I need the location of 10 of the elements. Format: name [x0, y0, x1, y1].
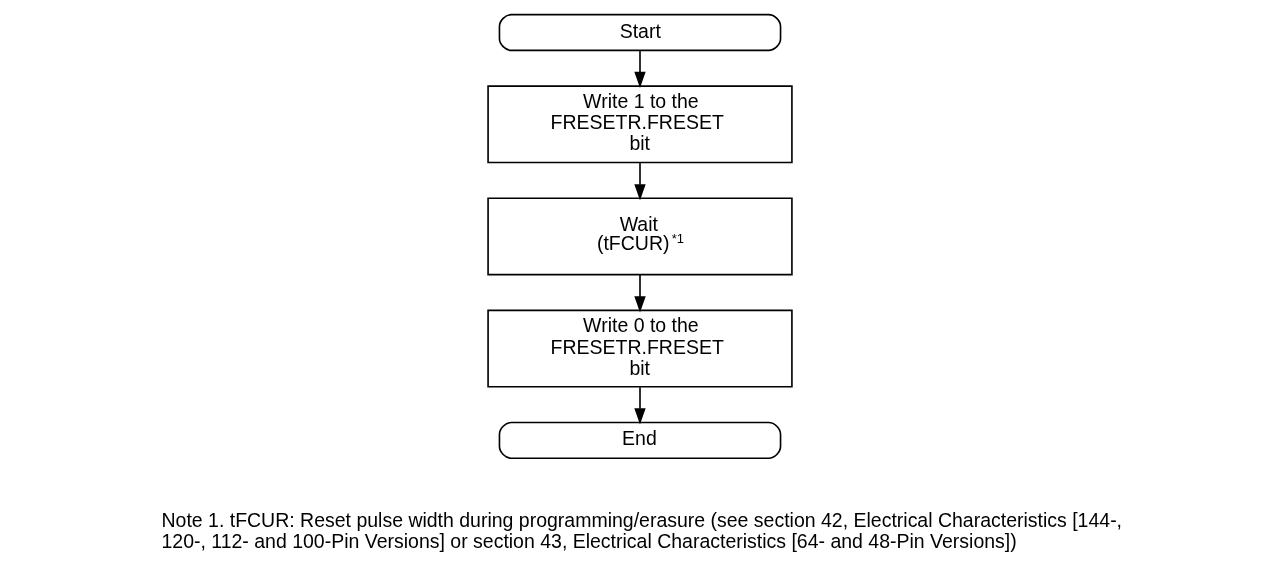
arrow: [634, 50, 646, 89]
node-box: End: [498, 421, 782, 460]
arrow: [634, 274, 646, 313]
node-box: Start: [498, 13, 782, 52]
node-box: Write 1 to the FRESETR.FRESET bit: [487, 85, 793, 164]
label: Note 1. tFCUR: Reset pulse width during programming/erasure (see section 42, Electrical Characteristics [144-, 120-, 112- and 100-Pin Versions] or section 43, Electrical Characteristics [64- and 48-Pin Versions]): [161, 508, 1123, 552]
node-box: Write 0 to the FRESETR.FRESET bit: [487, 309, 793, 388]
node-box: Wait (tFCUR)$^{*1}$: [487, 197, 793, 276]
arrow: [634, 386, 646, 425]
arrow: [634, 162, 646, 201]
